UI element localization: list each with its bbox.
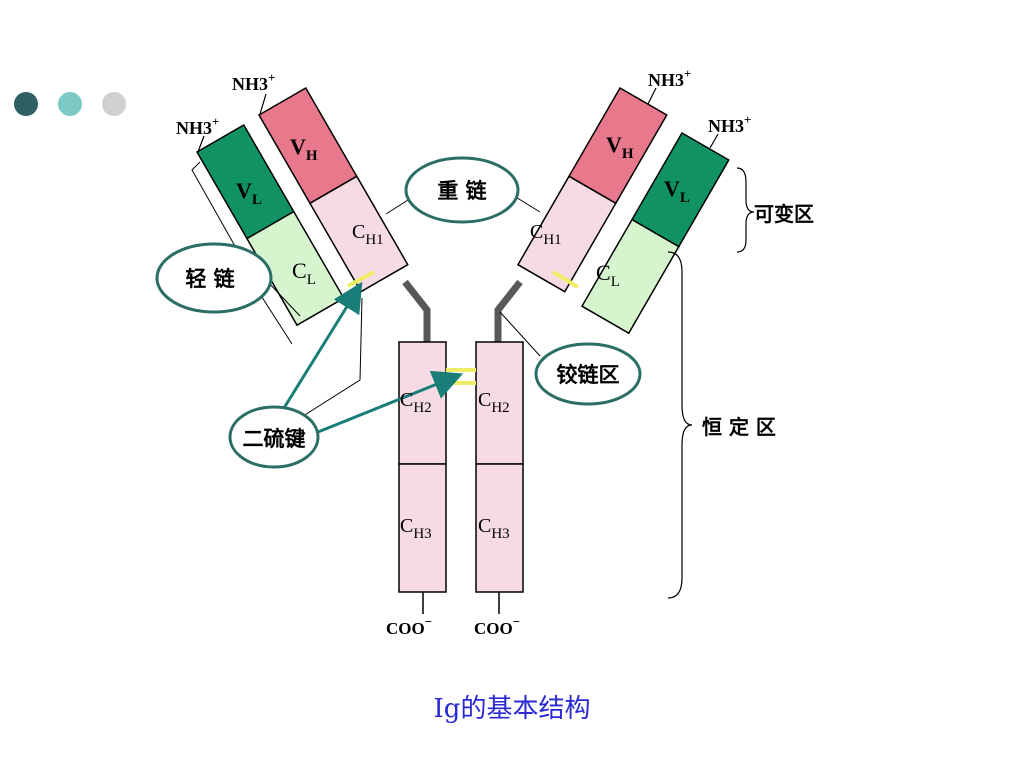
disulfide-leader-thin	[299, 297, 363, 419]
right-vl-label: VL	[664, 176, 690, 206]
variable-region-label: 可变区	[754, 202, 814, 226]
heavy-chain-label: 重 链	[437, 179, 487, 203]
hinge-right	[494, 279, 523, 342]
right-heavy-nh3-tick	[647, 87, 657, 105]
heavy-chain-callout	[404, 156, 520, 224]
right-heavy-chain-fab	[516, 86, 668, 293]
constant-region-label: 恒 定 区	[702, 415, 776, 439]
left-vl-label: VL	[236, 178, 262, 208]
right-light-chain	[580, 131, 730, 335]
left-ch1-domain	[308, 175, 409, 293]
left-ch3-label: CH3	[400, 515, 432, 542]
left-vh-label: VH	[290, 134, 318, 164]
left-ch1-label: CH1	[352, 221, 384, 248]
left-heavy-chain-fab	[257, 86, 409, 293]
variable-region-brace	[736, 167, 755, 253]
hinge-region-callout	[534, 342, 642, 406]
light-chain-label: 轻 链	[185, 267, 235, 291]
right-light-nh3-label: NH3+	[708, 112, 751, 136]
light-chain-leader	[267, 281, 301, 317]
right-cl-label: CL	[596, 260, 620, 290]
hinge-left	[402, 279, 431, 342]
disulfide-bond-label: 二硫键	[243, 427, 306, 451]
heavy-chain-leader-right	[513, 195, 541, 213]
right-ch3-label: CH3	[478, 515, 510, 542]
right-ch1-label: CH1	[530, 221, 562, 248]
hinge-leader	[499, 311, 541, 357]
disulfide-arrow-arm	[282, 281, 363, 409]
heavy-chain-leader-left	[385, 199, 409, 215]
right-coo-label: COO−	[474, 614, 520, 638]
left-light-nh3-tick	[197, 135, 205, 153]
slide-dot-1	[14, 92, 38, 116]
right-heavy-nh3-label: NH3+	[648, 66, 691, 90]
light-chain-callout	[155, 242, 273, 314]
left-ch2-label: CH2	[400, 389, 432, 416]
left-coo-label: COO−	[386, 614, 432, 638]
disulfide-bond-callout	[228, 405, 320, 469]
left-heavy-nh3-tick	[259, 93, 267, 115]
left-light-nh3-label: NH3+	[176, 114, 219, 138]
right-ch1-domain	[516, 175, 617, 293]
slide-caption: Ig的基本结构	[433, 694, 591, 724]
slide-dot-3	[102, 92, 126, 116]
left-light-chain	[195, 123, 345, 327]
left-cl-label: CL	[292, 258, 316, 288]
right-light-nh3-tick	[709, 133, 719, 149]
left-heavy-nh3-label: NH3+	[232, 70, 275, 94]
right-ch2-label: CH2	[478, 389, 510, 416]
right-arm-disulfide	[551, 270, 580, 289]
right-cl-domain	[580, 218, 680, 335]
right-vh-label: VH	[606, 132, 634, 162]
left-ch3-domain	[398, 463, 447, 593]
disulfide-arrow-hinge	[317, 370, 464, 434]
constant-region-brace	[667, 251, 693, 599]
slide-dot-2	[58, 92, 82, 116]
hinge-region-label: 铰链区	[557, 363, 620, 387]
